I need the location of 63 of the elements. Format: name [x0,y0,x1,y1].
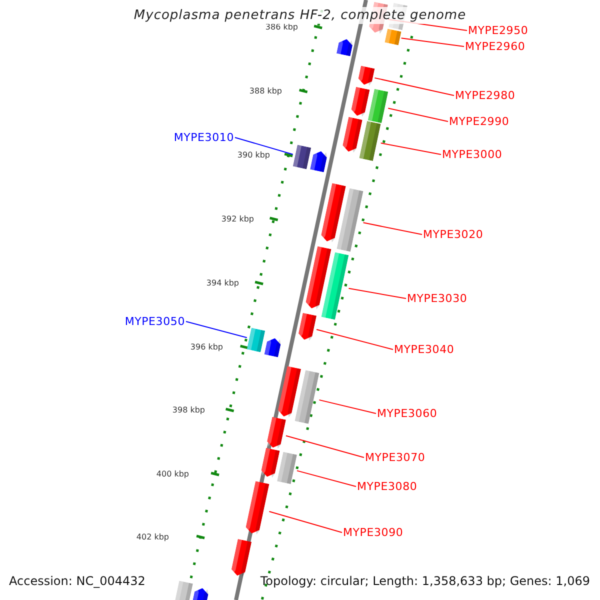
gene-block [336,188,364,252]
gene-label: MYPE3020 [423,228,484,241]
leader-line [285,435,364,458]
gene-label: MYPE3040 [394,343,454,356]
gene-label: MYPE3010 [174,131,234,144]
leader-line [374,77,454,96]
gene-block [336,38,354,56]
leader-line [268,511,342,533]
gene-label: MYPE3080 [357,480,418,493]
scale-label: 394 kbp [206,278,239,288]
gene-label: MYPE3050 [124,315,185,328]
gene-label: MYPE2950 [468,24,528,37]
gene-block [277,452,297,484]
leader-line [348,288,406,299]
gene-block [384,28,402,46]
scale-label: 400 kbp [156,470,189,478]
scale-label: 396 kbp [190,342,223,352]
gene-block [264,336,282,358]
leader-line [318,399,376,414]
gene-label: MYPE2960 [465,40,526,53]
leader-line [388,108,448,122]
leader-line [234,137,294,155]
gene-block [359,120,381,162]
gene-label: MYPE3060 [377,407,438,420]
gene-block [357,66,375,86]
scale-label: 388 kbp [249,86,282,96]
gene-block [310,150,328,172]
gene-label: MYPE3000 [442,148,502,161]
gene-block [175,580,193,600]
gene-block [321,252,349,320]
gene-block [292,144,312,170]
gene-block [246,328,266,352]
gene-block [276,366,302,418]
gene-label: MYPE2990 [449,115,510,128]
gene-label: MYPE3030 [407,292,468,305]
scale-label: 402 kbp [136,532,169,542]
leader-line [400,38,464,47]
gene-block [320,183,346,243]
gene-block [350,86,370,118]
scale-label: 398 kbp [172,406,205,414]
gene-block [230,538,252,578]
leader-line [380,142,442,155]
gene-block [297,312,317,342]
leader-line [296,470,356,487]
gene-block [260,448,280,478]
gene-block [342,116,362,154]
gene-block [192,586,210,600]
info-text: Accession: NC_004432 [9,574,146,588]
gene-block [244,481,270,535]
scale-label: 386 kbp [265,22,298,32]
gene-block [368,88,388,124]
leader-line [316,329,394,350]
leader-line [186,321,248,338]
gene-label: MYPE3070 [365,451,426,464]
gene-block [304,246,332,310]
gene-block [266,416,286,450]
gene-label: MYPE2980 [455,89,516,102]
gene-label: MYPE3090 [343,526,404,539]
leader-line [362,222,422,235]
info-text: Topology: circular; Length: 1,358,633 bp; Genes: 1,069 [260,574,590,588]
gene-block [294,370,320,424]
scale-label: 392 kbp [221,214,254,224]
scale-label: 390 kbp [237,150,270,160]
